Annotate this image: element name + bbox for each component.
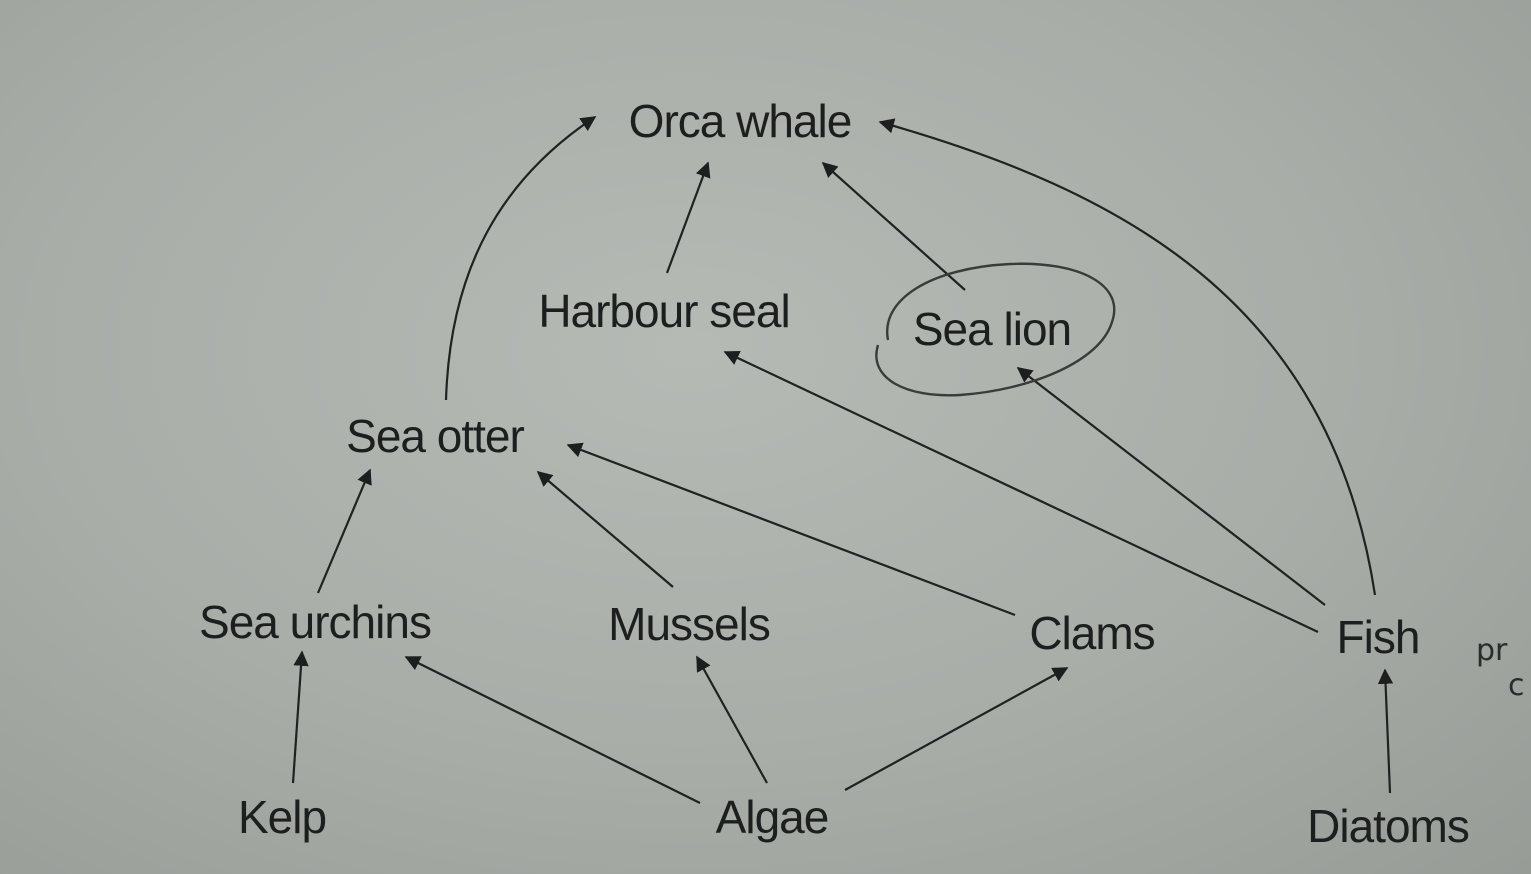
edge-fish-to-sea-lion <box>1016 367 1326 606</box>
edge-algae-to-clams <box>844 667 1069 791</box>
node-mussels: Mussels <box>608 598 770 650</box>
edge-harbour-seal-to-orca-whale <box>665 161 711 274</box>
edge-mussels-to-sea-otter <box>536 471 674 588</box>
node-fish: Fish <box>1337 611 1420 663</box>
node-orca-whale: Orca whale <box>629 95 852 147</box>
node-kelp: Kelp <box>238 791 326 843</box>
edge-fish-to-orca-whale <box>878 118 1377 596</box>
edge-fish-to-harbour-seal <box>723 350 1319 633</box>
margin-note-line-2: c <box>1508 668 1525 703</box>
edge-algae-to-sea-urchins <box>404 656 701 804</box>
node-algae: Algae <box>716 791 829 843</box>
edge-kelp-to-sea-urchins <box>291 650 309 784</box>
node-diatoms: Diatoms <box>1307 800 1469 852</box>
node-sea-urchins: Sea urchins <box>199 596 431 648</box>
node-clams: Clams <box>1029 607 1154 659</box>
edge-diatoms-to-fish <box>1377 668 1394 794</box>
edge-algae-to-mussels <box>696 655 768 784</box>
edge-sea-urchins-to-sea-otter <box>316 468 372 594</box>
edge-clams-to-sea-otter <box>566 442 1016 617</box>
margin-note: pr c <box>1476 633 1525 703</box>
node-harbour-seal: Harbour seal <box>538 285 789 337</box>
edges <box>291 116 1394 804</box>
node-sea-lion: Sea lion <box>913 303 1071 355</box>
node-sea-otter: Sea otter <box>346 410 524 462</box>
sea-lion-circle-mark <box>875 262 1116 397</box>
edge-sea-lion-to-orca-whale <box>821 161 966 291</box>
edge-sea-otter-to-orca-whale <box>444 116 597 401</box>
node-labels: Orca whale Harbour seal Sea lion Sea ott… <box>199 95 1470 852</box>
margin-note-line-1: pr <box>1476 633 1508 668</box>
